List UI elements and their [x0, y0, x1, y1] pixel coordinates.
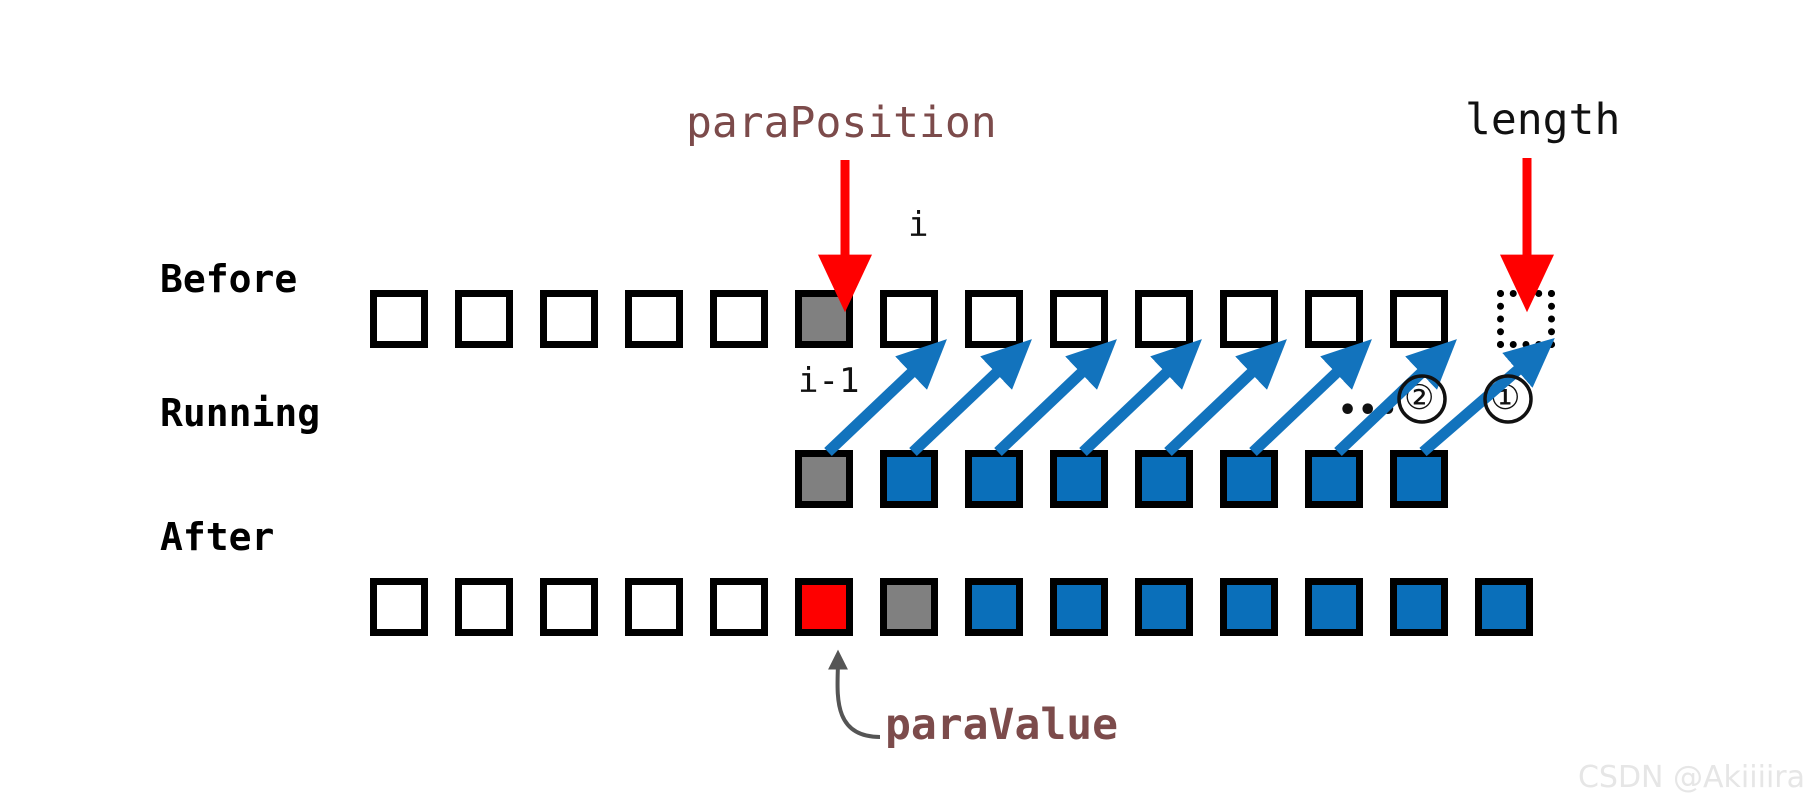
before-cell-6	[880, 290, 938, 348]
before-cell-9	[1135, 290, 1193, 348]
label-index-i: i	[908, 205, 929, 245]
row-label-before: Before	[160, 257, 298, 301]
running-cell-9	[1135, 450, 1193, 508]
label-index-i-minus-1: i-1	[798, 361, 860, 401]
running-cell-8	[1050, 450, 1108, 508]
running-cell-7	[965, 450, 1023, 508]
after-cell-8	[1050, 578, 1108, 636]
row-label-after: After	[160, 515, 275, 559]
after-cell-5-paravalue	[795, 578, 853, 636]
arrow-shift-5	[1164, 339, 1287, 456]
running-cell-5-source	[795, 450, 853, 508]
before-cell-2	[540, 290, 598, 348]
csdn-watermark: CSDN @Akiiiira	[1577, 760, 1805, 795]
before-cell-5-parapos	[795, 290, 853, 348]
before-cell-13-length-slot	[1497, 290, 1555, 348]
label-paraposition: paraPosition	[686, 98, 997, 148]
before-cell-0	[370, 290, 428, 348]
after-cell-1	[455, 578, 513, 636]
after-cell-10	[1220, 578, 1278, 636]
after-cell-13	[1475, 578, 1533, 636]
ellipsis-mark: •••	[1338, 393, 1399, 428]
step-badge-one: ①	[1490, 378, 1521, 418]
arrow-shift-4	[1079, 339, 1202, 456]
after-cell-7	[965, 578, 1023, 636]
after-cell-4	[710, 578, 768, 636]
label-paravalue: paraValue	[885, 700, 1118, 750]
row-label-running: Running	[160, 391, 321, 435]
before-cell-4	[710, 290, 768, 348]
arrow-shift-3	[994, 339, 1117, 456]
after-cell-9	[1135, 578, 1193, 636]
running-cell-10	[1220, 450, 1278, 508]
leader-paravalue	[827, 649, 881, 739]
running-cell-11	[1305, 450, 1363, 508]
label-length: length	[1465, 95, 1621, 145]
after-cell-12	[1390, 578, 1448, 636]
after-cell-2	[540, 578, 598, 636]
after-cell-11	[1305, 578, 1363, 636]
before-cell-12	[1390, 290, 1448, 348]
before-cell-7	[965, 290, 1023, 348]
before-cell-1	[455, 290, 513, 348]
after-cell-3	[625, 578, 683, 636]
before-cell-11	[1305, 290, 1363, 348]
before-cell-3	[625, 290, 683, 348]
before-cell-8	[1050, 290, 1108, 348]
running-cell-6	[880, 450, 938, 508]
step-badge-two: ②	[1404, 378, 1435, 418]
after-cell-0	[370, 578, 428, 636]
after-cell-6	[880, 578, 938, 636]
before-cell-10	[1220, 290, 1278, 348]
running-cell-12	[1390, 450, 1448, 508]
arrow-shift-2	[909, 339, 1032, 456]
